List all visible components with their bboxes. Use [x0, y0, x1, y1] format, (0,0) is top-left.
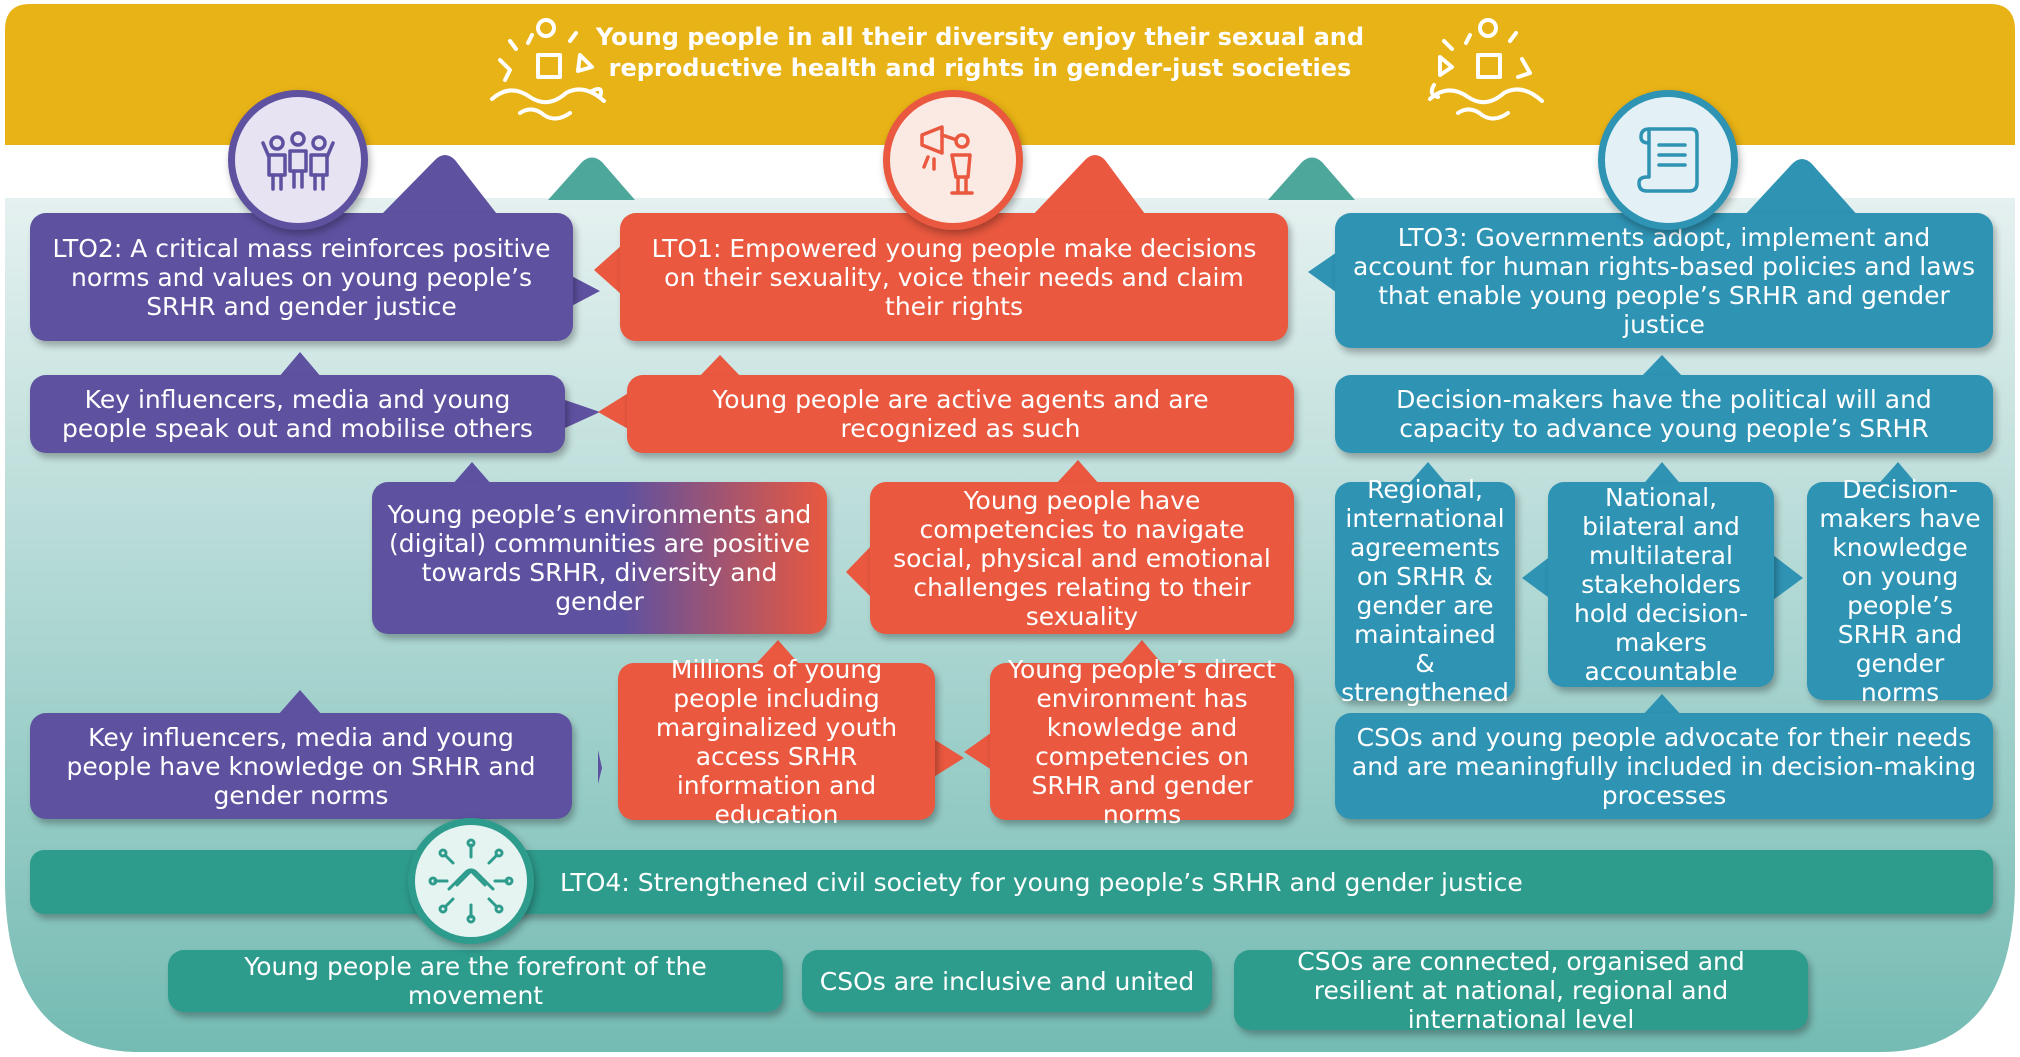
- lto3-outcome-agreements-text: Regional, international agreements on SR…: [1341, 475, 1509, 707]
- joined-hands-network-icon: [428, 838, 514, 924]
- celebration-right-icon: [1428, 18, 1544, 121]
- lto1-outcome-active-agents: Young people are active agents and are r…: [627, 375, 1294, 453]
- lto3-outcome-accountable: National, bilateral and multilateral sta…: [1548, 482, 1774, 687]
- tail-lto2-o2-up: [452, 462, 492, 485]
- mountain-blue: [1742, 159, 1860, 218]
- tail-lto3-o3-up: [1640, 462, 1684, 488]
- lto3-outcome-agreements: Regional, international agreements on SR…: [1335, 475, 1515, 707]
- tail-lto1-o2-left: [846, 545, 872, 598]
- lto2-icon-circle: [228, 90, 368, 230]
- tail-lto3-o4-up: [1875, 462, 1920, 488]
- lto1-outcome-competencies: Young people have competencies to naviga…: [870, 482, 1294, 634]
- lto2-outcome-knowledge: Key influencers, media and young people …: [30, 713, 572, 819]
- lto1-outcome-access-srhr-text: Millions of young people including margi…: [655, 654, 898, 829]
- tail-lto1-o3-up: [755, 640, 800, 665]
- tail-lto1-o2-up: [1055, 460, 1100, 485]
- mountain-teal-right: [1268, 157, 1355, 200]
- tail-lto2-o1-up: [278, 352, 322, 378]
- lto2-title-box: LTO2: A critical mass reinforces positiv…: [30, 213, 573, 341]
- lto4-outcome-connected: CSOs are connected, organised and resili…: [1234, 947, 1808, 1034]
- tail-lto1-left: [594, 245, 622, 295]
- goal-title-line1: Young people in all their diversity enjo…: [595, 23, 1365, 51]
- lto1-title-box: LTO1: Empowered young people make decisi…: [620, 213, 1288, 341]
- megaphone-person-icon: [920, 125, 974, 195]
- tail-lto1-o3-right: [932, 738, 964, 778]
- lto2-outcome-speak-out: Key influencers, media and young people …: [30, 375, 565, 453]
- tail-lto1-o1-left: [598, 392, 630, 430]
- lto1-title-text: LTO1: Empowered young people make decisi…: [651, 233, 1257, 321]
- tail-lto3-o1-up: [1640, 355, 1684, 378]
- lto3-outcome-decision-makers-knowledge: Decision-makers have knowledge on young …: [1807, 475, 1993, 707]
- lto3-outcome-decision-makers-knowledge-text: Decision-makers have knowledge on young …: [1819, 475, 1981, 707]
- lto1-outcome-active-agents-text: Young people are active agents and are r…: [712, 385, 1209, 443]
- lto1-outcome-competencies-text: Young people have competencies to naviga…: [893, 485, 1271, 631]
- lto1-outcome-direct-environment: Young people’s direct environment has kn…: [990, 655, 1294, 829]
- lto3-outcome-political-will: Decision-makers have the political will …: [1335, 375, 1993, 453]
- mountain-teal-left: [548, 157, 635, 200]
- lto4-title-text: LTO4: Strengthened civil society for you…: [560, 867, 1523, 897]
- tail-lto1-o4-left: [964, 730, 995, 772]
- tail-lto1-o1-up: [698, 355, 742, 378]
- lto2-outcome-knowledge-text: Key influencers, media and young people …: [66, 722, 536, 810]
- lto4-outcome-forefront-text: Young people are the forefront of the mo…: [244, 952, 707, 1010]
- tail-lto3-left: [1308, 250, 1340, 295]
- tail-lto2-o3-right: [598, 750, 602, 784]
- tail-lto1-o4-up: [1120, 640, 1163, 665]
- lto4-outcome-connected-text: CSOs are connected, organised and resili…: [1297, 946, 1745, 1034]
- tail-lto3-o5-up: [1640, 694, 1684, 718]
- lto3-title-box: LTO3: Governments adopt, implement and a…: [1335, 213, 1993, 348]
- goal-title: Young people in all their diversity enjo…: [560, 22, 1400, 84]
- lto4-icon-circle: [408, 818, 534, 944]
- lto1-icon-circle: [883, 90, 1023, 230]
- lto3-outcome-political-will-text: Decision-makers have the political will …: [1396, 385, 1932, 443]
- lto2-title-text: LTO2: A critical mass reinforces positiv…: [52, 233, 551, 321]
- lto1-outcome-access-srhr: Millions of young people including margi…: [618, 655, 935, 829]
- mountain-red: [1030, 155, 1148, 218]
- lto3-title-text: LTO3: Governments adopt, implement and a…: [1352, 222, 1976, 339]
- tail-lto2-o3-up: [278, 690, 322, 715]
- celebration-left-icon: [490, 18, 606, 121]
- lto4-outcome-inclusive-text: CSOs are inclusive and united: [819, 966, 1195, 996]
- scroll-document-icon: [1637, 127, 1699, 193]
- lto3-outcome-csos-advocate-text: CSOs and young people advocate for their…: [1351, 722, 1977, 810]
- group-of-people-icon: [261, 131, 335, 191]
- tail-lto3-o3-left: [1522, 555, 1552, 600]
- tail-lto3-o2-up: [1405, 462, 1450, 488]
- lto2-outcome-environments: Young people’s environments and (digital…: [372, 482, 827, 634]
- lto1-outcome-direct-environment-text: Young people’s direct environment has kn…: [1008, 654, 1276, 829]
- lto4-outcome-inclusive: CSOs are inclusive and united: [802, 950, 1212, 1012]
- lto3-outcome-csos-advocate: CSOs and young people advocate for their…: [1335, 713, 1993, 819]
- lto3-icon-circle: [1598, 90, 1738, 230]
- lto4-title-box: LTO4: Strengthened civil society for you…: [30, 850, 1993, 914]
- lto3-outcome-accountable-text: National, bilateral and multilateral sta…: [1574, 483, 1748, 686]
- lto2-outcome-speak-out-text: Key influencers, media and young people …: [62, 385, 533, 443]
- mountain-purple: [378, 155, 500, 218]
- tail-lto2-o1-right: [565, 400, 600, 428]
- tail-lto3-o3-right: [1773, 555, 1803, 600]
- lto4-outcome-forefront: Young people are the forefront of the mo…: [168, 950, 783, 1012]
- lto2-outcome-environments-text: Young people’s environments and (digital…: [387, 500, 812, 616]
- goal-title-line2: reproductive health and rights in gender…: [608, 54, 1352, 82]
